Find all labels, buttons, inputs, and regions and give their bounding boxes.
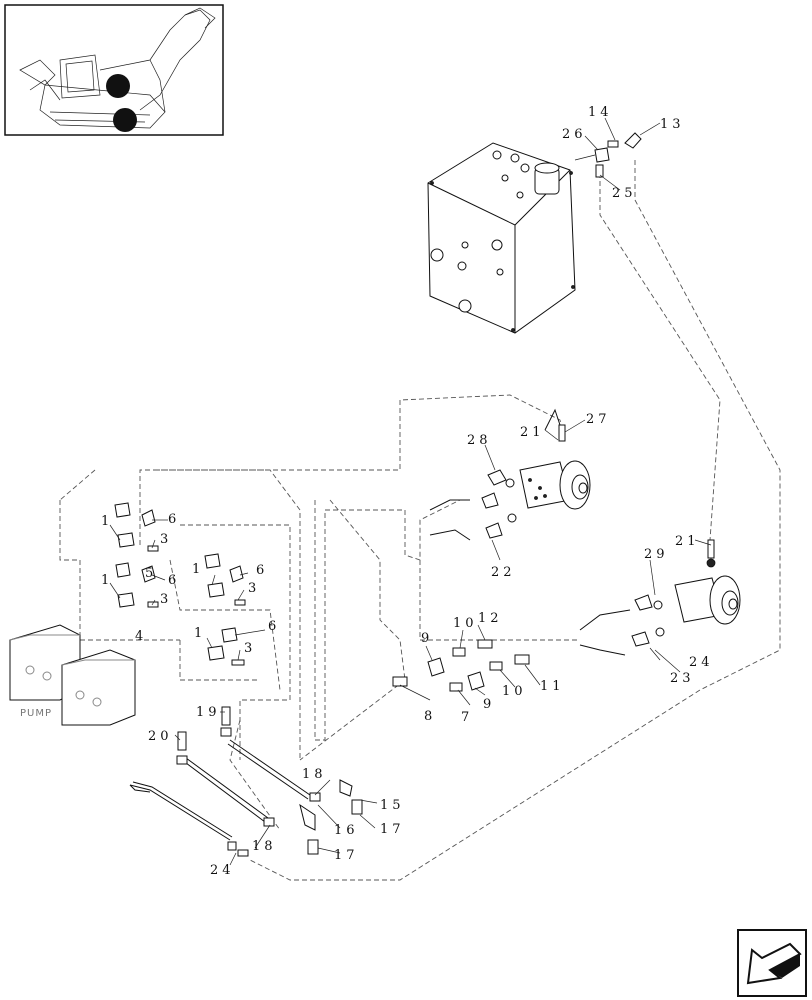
callout-7: 7: [461, 710, 473, 725]
pump-label: PUMP: [20, 708, 52, 719]
lower-hose-assemblies: [129, 706, 363, 857]
callout-24: 24: [689, 655, 714, 670]
callout-14: 14: [588, 105, 613, 120]
callout-10: 10: [453, 616, 478, 631]
callout-21: 21: [520, 425, 545, 440]
harvester-locator-icon: [4, 4, 224, 136]
callout-1: 1: [194, 626, 206, 641]
leader-lines: [109, 117, 712, 866]
tank-fittings: [574, 132, 642, 178]
callout-3: 3: [160, 592, 172, 607]
callout-3: 3: [244, 641, 256, 656]
callout-21: 21: [675, 534, 700, 549]
callout-18: 18: [302, 767, 327, 782]
callout-5: 5: [145, 566, 157, 581]
callout-26: 26: [562, 127, 587, 142]
callout-13: 13: [660, 117, 685, 132]
callout-labels: 1 1 1 1 3 3 3 3 4 5 6 6 6 6 7 8 9 9 10 1…: [101, 105, 714, 878]
callout-23: 23: [670, 671, 695, 686]
callout-6: 6: [168, 573, 180, 588]
callout-28: 28: [467, 433, 492, 448]
callout-17: 17: [380, 822, 405, 837]
callout-19: 19: [196, 705, 221, 720]
hose-routing: [59, 160, 781, 881]
center-fittings: [392, 639, 530, 692]
pump: PUMP: [9, 624, 136, 726]
callout-17: 17: [334, 848, 359, 863]
callout-15: 15: [380, 798, 405, 813]
callout-1: 1: [192, 562, 204, 577]
callout-8: 8: [424, 709, 436, 724]
callout-12: 12: [478, 611, 503, 626]
callout-24: 24: [210, 863, 235, 878]
next-page-arrow-icon[interactable]: [737, 929, 807, 997]
callout-20: 20: [148, 729, 173, 744]
callout-10: 10: [502, 684, 527, 699]
callout-1: 1: [101, 514, 113, 529]
callout-11: 11: [540, 679, 565, 694]
callout-9: 9: [421, 631, 433, 646]
valve-fittings: [114, 502, 246, 666]
callout-29: 29: [644, 547, 669, 562]
callout-22: 22: [491, 565, 516, 580]
callout-6: 6: [268, 619, 280, 634]
callout-4: 4: [135, 629, 147, 644]
callout-27: 27: [586, 412, 611, 427]
callout-3: 3: [248, 581, 260, 596]
callout-9: 9: [483, 697, 495, 712]
hydraulic-tank: [427, 142, 576, 334]
callout-25: 25: [612, 186, 637, 201]
callout-16: 16: [334, 823, 359, 838]
callout-6: 6: [256, 563, 268, 578]
upper-hydraulic-motor: [429, 408, 591, 541]
callout-18: 18: [252, 839, 277, 854]
lower-hydraulic-motor: [579, 539, 741, 656]
callout-6: 6: [168, 512, 180, 527]
callout-3: 3: [160, 532, 172, 547]
callout-1: 1: [101, 573, 113, 588]
